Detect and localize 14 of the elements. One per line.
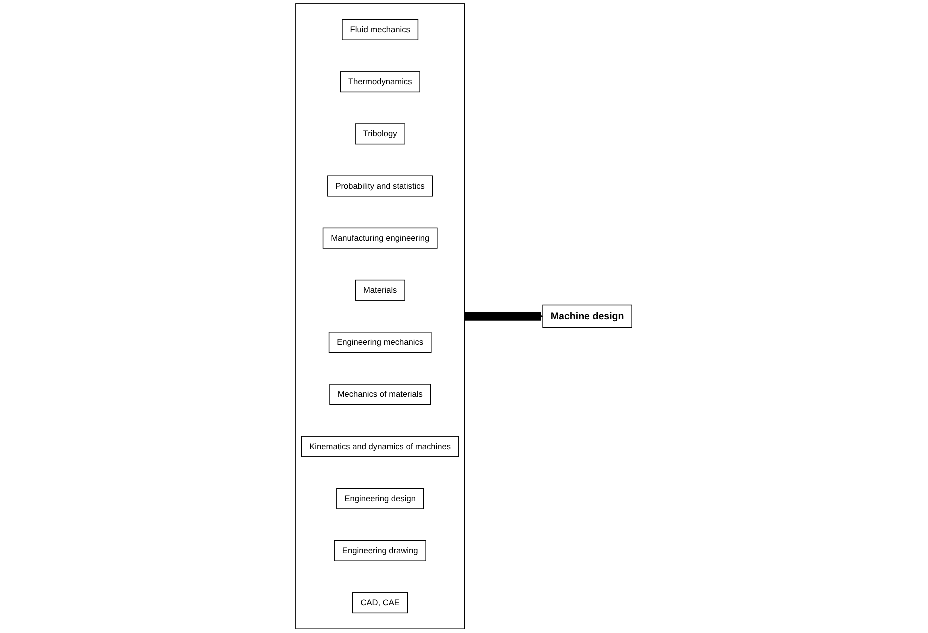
- node-box: CAD, CAE: [352, 592, 408, 614]
- node-box: Machine design: [542, 304, 632, 328]
- node-box: Manufacturing engineering: [322, 228, 438, 249]
- node-box: Mechanics of materials: [330, 384, 432, 406]
- node-box: Fluid mechanics: [342, 19, 419, 40]
- node-box: Engineering mechanics: [328, 332, 432, 354]
- cluster: [296, 4, 466, 630]
- node-box: Kinematics and dynamics of machines: [301, 436, 460, 458]
- node-box: Tribology: [355, 124, 406, 145]
- node-box: Materials: [355, 280, 406, 301]
- node-box: Engineering drawing: [334, 540, 426, 562]
- node-box: Thermodynamics: [340, 72, 420, 93]
- node-box: Engineering design: [336, 488, 424, 510]
- node-box: Probability and statistics: [328, 176, 434, 197]
